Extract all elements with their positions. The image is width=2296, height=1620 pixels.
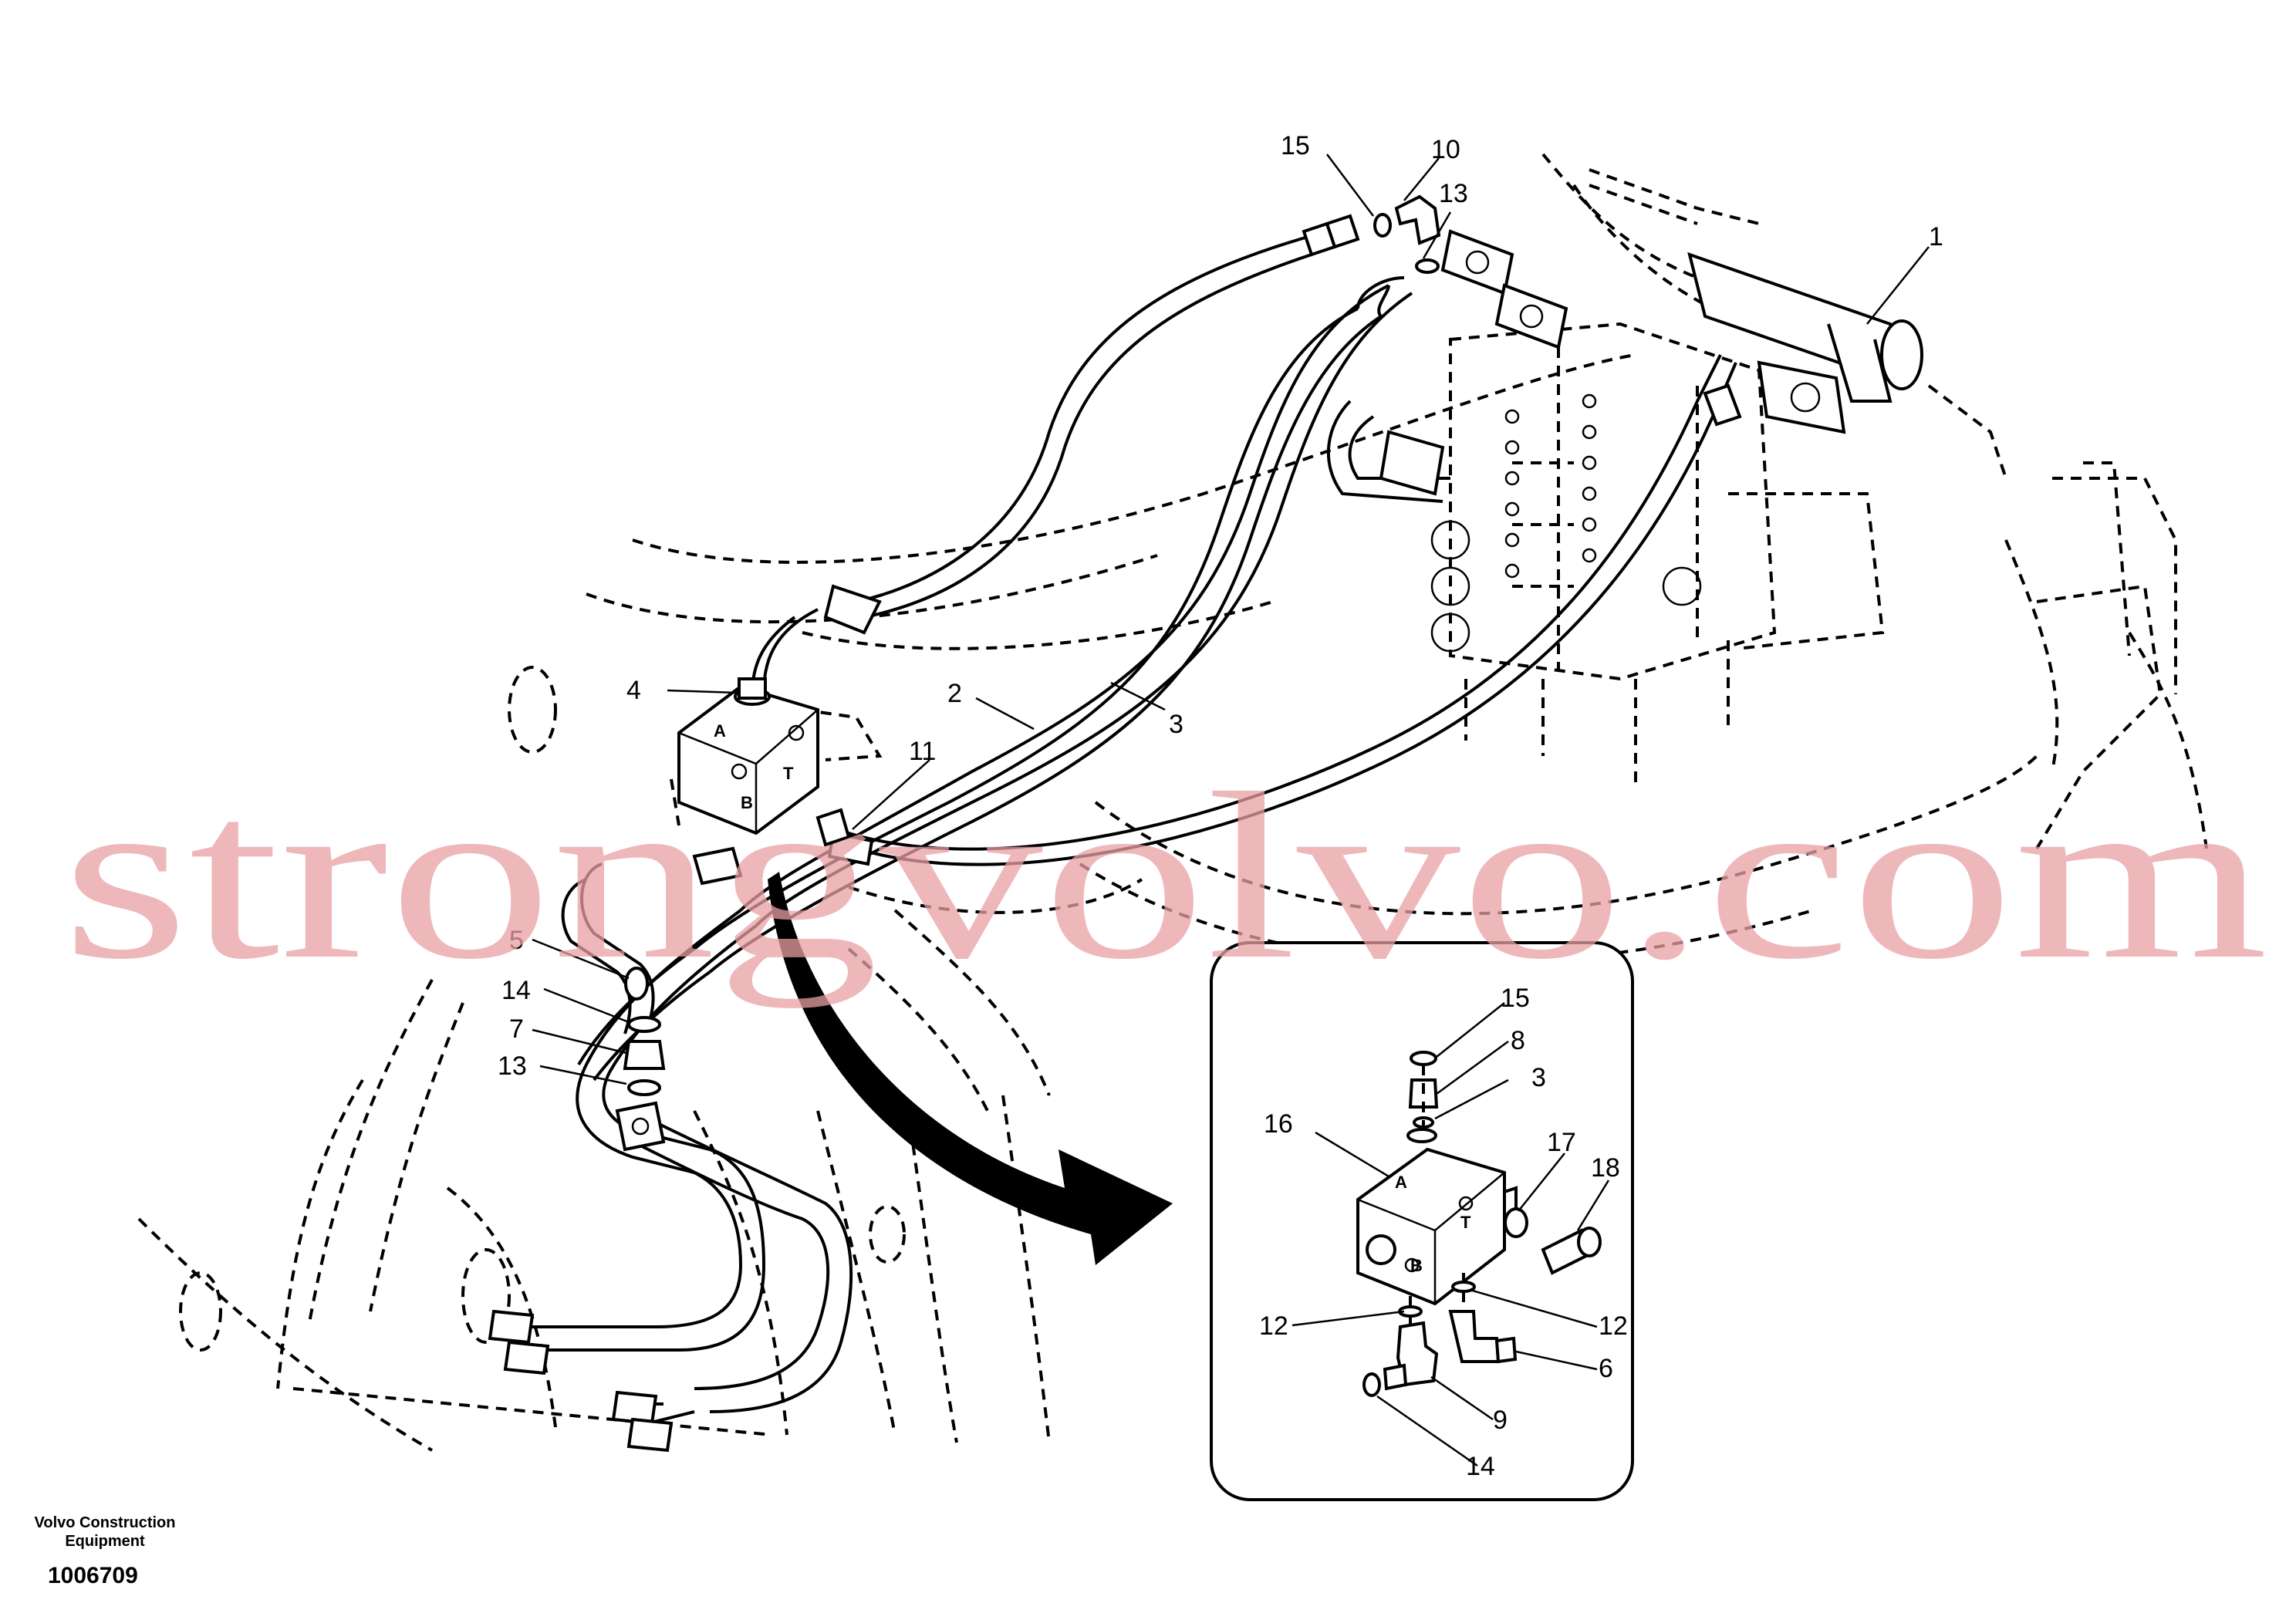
detail-port-t-label: T [1460,1213,1471,1232]
callout-10: 10 [1431,135,1460,164]
company-name-line1: Volvo Construction [35,1514,176,1531]
detail-callout-18: 18 [1591,1153,1620,1183]
detail-arrow [768,872,1173,1265]
port-a-label: A [714,721,726,741]
port-t-label: T [783,764,794,783]
watermark-text: strongvolvo.com [62,744,2268,1009]
detail-callout-9: 9 [1493,1406,1508,1435]
company-name-line2: Equipment [65,1533,145,1550]
callout-5: 5 [509,926,524,955]
detail-callout-6: 6 [1599,1354,1613,1383]
detail-port-a-label: A [1395,1173,1407,1192]
valve-block-part-4: A B T [677,677,819,835]
footer: Volvo Construction Equipment 1006709 [35,1514,176,1588]
callouts-detail: 15 8 3 16 17 18 12 12 6 9 14 [1259,984,1628,1481]
detail-callout-17: 17 [1547,1128,1576,1157]
detail-inset: A B T [1210,941,1634,1501]
detail-callout-3: 3 [1531,1063,1546,1092]
callout-7: 7 [509,1014,524,1044]
detail-callout-16: 16 [1264,1109,1293,1139]
callout-14: 14 [501,976,531,1005]
callout-4: 4 [626,676,641,705]
callout-11: 11 [909,737,936,766]
detail-callout-15: 15 [1501,984,1530,1013]
drawing-number: 1006709 [48,1563,138,1588]
detail-callout-12-right: 12 [1599,1311,1628,1341]
port-b-label: B [741,793,753,812]
fittings [488,194,1742,1453]
detail-callout-14: 14 [1466,1452,1495,1481]
leader-lines [532,154,1930,1467]
callout-1: 1 [1929,222,1943,251]
callouts-main: 15 10 13 1 4 2 3 11 5 14 7 13 [498,131,1943,1081]
detail-callout-12-left: 12 [1259,1311,1288,1341]
callout-3: 3 [1169,710,1183,739]
callout-2: 2 [947,679,962,708]
detail-callout-8: 8 [1511,1026,1525,1055]
callout-13-lower: 13 [498,1051,527,1081]
t-fitting-part-1 [1589,184,2007,479]
detail-port-b-label: B [1410,1256,1423,1275]
callout-13: 13 [1439,179,1468,208]
callout-15: 15 [1281,131,1310,160]
